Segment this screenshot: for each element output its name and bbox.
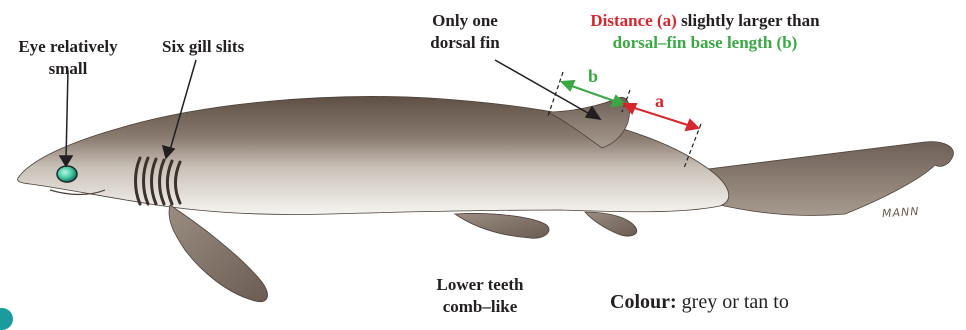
measure-b-line — [566, 84, 620, 103]
pelvic-fin — [455, 213, 549, 238]
colour-label: Colour: — [610, 291, 677, 313]
dorsal-annotation-line1: Only one — [410, 10, 520, 32]
measure-b-arrow-start — [562, 81, 574, 90]
pectoral-fin — [169, 205, 267, 302]
teeth-annotation: Lower teeth comb–like — [420, 274, 540, 318]
teeth-annotation-line2: comb–like — [420, 296, 540, 318]
guide-dorsal-origin — [548, 72, 563, 116]
gills-annotation: Six gill slits — [162, 36, 244, 58]
eye-annotation-line2: small — [8, 58, 128, 80]
dorsal-annotation-line2: dorsal fin — [410, 32, 520, 54]
teeth-annotation-line1: Lower teeth — [420, 274, 540, 296]
eye — [57, 166, 77, 182]
distance-rest-text: slightly larger than — [677, 11, 820, 30]
measure-b-label: b — [588, 66, 598, 86]
distance-a-text: Distance (a) — [590, 11, 676, 30]
artist-signature: MANN — [882, 205, 920, 221]
eye-annotation: Eye relatively small — [8, 36, 128, 80]
measure-a-label: a — [655, 91, 664, 111]
colour-text: grey or tan to — [677, 291, 789, 313]
anal-fin — [585, 212, 637, 236]
measure-a-arrow-end — [686, 120, 698, 130]
gills-annotation-text: Six gill slits — [162, 37, 244, 56]
distance-annotation-line1: Distance (a) slightly larger than — [560, 10, 850, 32]
dorsal-annotation: Only one dorsal fin — [410, 10, 520, 54]
colour-description: Colour: grey or tan to — [610, 291, 789, 314]
eye-annotation-line1: Eye relatively — [8, 36, 128, 58]
distance-annotation: Distance (a) slightly larger than dorsal… — [560, 10, 850, 54]
distance-b-text: dorsal–fin base length (b) — [560, 32, 850, 54]
